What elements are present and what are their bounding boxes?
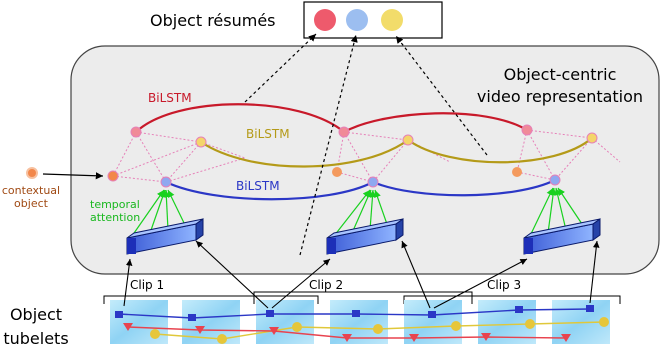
panel-title-line1: Object-centric: [504, 65, 617, 84]
encoder-clip3: [523, 218, 601, 255]
node-olive: [586, 132, 598, 144]
bilstm-red-label: BiLSTM: [148, 91, 192, 105]
frame: [256, 300, 314, 344]
resume-dot-yellow: [381, 9, 403, 31]
contextual-label-line1: contextual: [2, 184, 60, 197]
tubelet-blue-boxes: [115, 305, 594, 321]
clip2-label: Clip 2: [309, 278, 343, 292]
node-red: [338, 126, 350, 138]
contextual-label-line2: object: [14, 197, 49, 210]
node-olive: [402, 134, 414, 146]
graph-nodes: [107, 124, 598, 188]
object-resumes-label: Object résumés: [150, 11, 276, 30]
encoder-clip1: [126, 218, 204, 255]
node-olive: [195, 136, 207, 148]
node-orange: [512, 167, 522, 177]
resume-dot-red: [314, 9, 336, 31]
tubelet-to-encoder-arrows: [123, 240, 600, 309]
node-red: [130, 126, 142, 138]
temporal-attention-line2: attention: [90, 211, 140, 224]
contextual-arrow: [42, 172, 104, 180]
encoder-clip2: [326, 218, 404, 255]
graph-edges: [112, 129, 621, 183]
bilstm-olive-label: BiLSTM: [246, 127, 290, 141]
bilstm-blue-label: BiLSTM: [236, 179, 280, 193]
tubelets-label-line2: tubelets: [3, 329, 68, 348]
tubelets-label-line1: Object: [10, 305, 62, 324]
frame: [110, 300, 168, 344]
contextual-object-dot: [26, 167, 38, 179]
temporal-attention-line1: temporal: [90, 198, 140, 211]
resume-dot-blue: [346, 9, 368, 31]
node-blue: [549, 174, 561, 186]
panel-title-line2: video representation: [477, 87, 643, 106]
tubelet-red-triangles: [123, 323, 571, 342]
clip1-label: Clip 1: [130, 278, 164, 292]
node-contextual: [107, 170, 119, 182]
clip3-label: Clip 3: [487, 278, 521, 292]
node-blue: [160, 176, 172, 188]
node-blue: [367, 176, 379, 188]
resume-arrows: [244, 33, 488, 256]
node-orange: [332, 167, 342, 177]
attention-arrows: [131, 187, 585, 237]
tubelet-yellow-dots: [150, 317, 609, 344]
node-red: [521, 124, 533, 136]
